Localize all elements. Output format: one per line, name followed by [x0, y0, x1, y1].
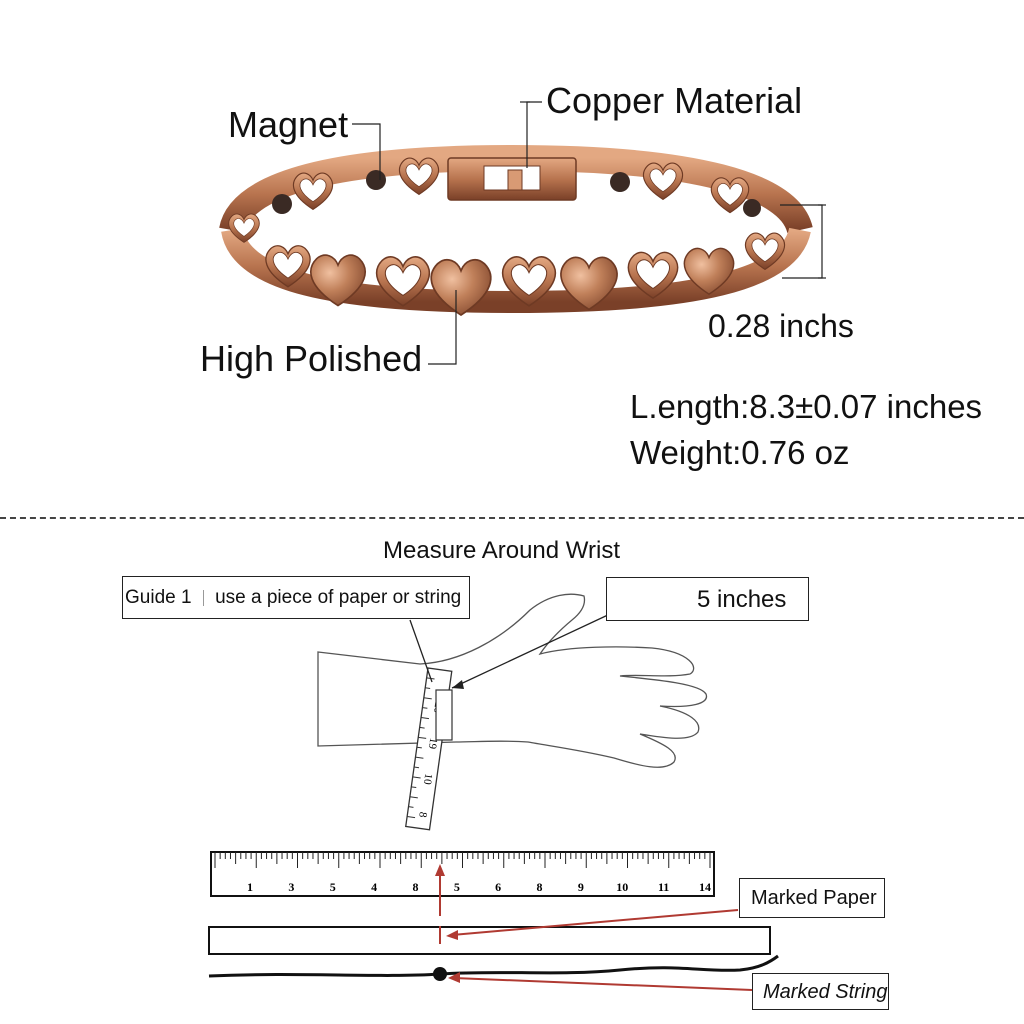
guide-title: Measure Around Wrist [383, 537, 620, 564]
guide-step-box: Guide 1 use a piece of paper or string [122, 576, 470, 619]
ruler-number: 8 [537, 880, 543, 894]
ruler-number: 4 [371, 880, 377, 894]
measurement-value: 5 inches [697, 586, 787, 613]
guide-step-text: use a piece of paper or string [215, 587, 462, 608]
marked-string-box: Marked String [752, 973, 889, 1010]
ruler-number: 8 [412, 880, 418, 894]
ruler-number: 10 [616, 880, 628, 894]
red-arrows [435, 864, 753, 991]
marked-paper-label: Marked Paper [751, 887, 877, 909]
width-label: 0.28 inchs [708, 308, 854, 344]
callout-lines [352, 101, 826, 365]
guide-step-divider [202, 589, 204, 606]
section-divider [0, 517, 1024, 519]
length-spec: L.ength:8.3±0.07 inches [630, 388, 983, 425]
measurement-box: 5 inches [606, 577, 809, 621]
string [208, 954, 779, 978]
tape-number: 10 [421, 773, 434, 786]
high-polished-label: High Polished [200, 338, 423, 379]
ruler-number: 3 [288, 880, 294, 894]
bracelet-illustration [219, 101, 826, 365]
guide-step-number: Guide 1 [125, 587, 192, 608]
marked-paper-box: Marked Paper [739, 878, 885, 918]
ruler-number: 1 [247, 880, 253, 894]
string-mark [433, 967, 447, 981]
ruler-number: 5 [454, 880, 460, 894]
ruler-number: 14 [699, 880, 711, 894]
back-links [272, 157, 761, 217]
marked-string-label: Marked String [763, 981, 888, 1003]
copper-material-label: Copper Material [546, 80, 803, 121]
ruler: 1 3 5 4 8 5 6 8 9 10 11 14 [210, 851, 715, 897]
ruler-number: 11 [658, 880, 669, 894]
ruler-number: 6 [495, 880, 501, 894]
tape-number: 8 [416, 811, 429, 819]
ruler-number: 9 [578, 880, 584, 894]
magnet-label: Magnet [228, 104, 349, 145]
weight-spec: Weight:0.76 oz [630, 434, 850, 471]
magnet-icon [272, 194, 292, 214]
ruler-number: 5 [330, 880, 336, 894]
